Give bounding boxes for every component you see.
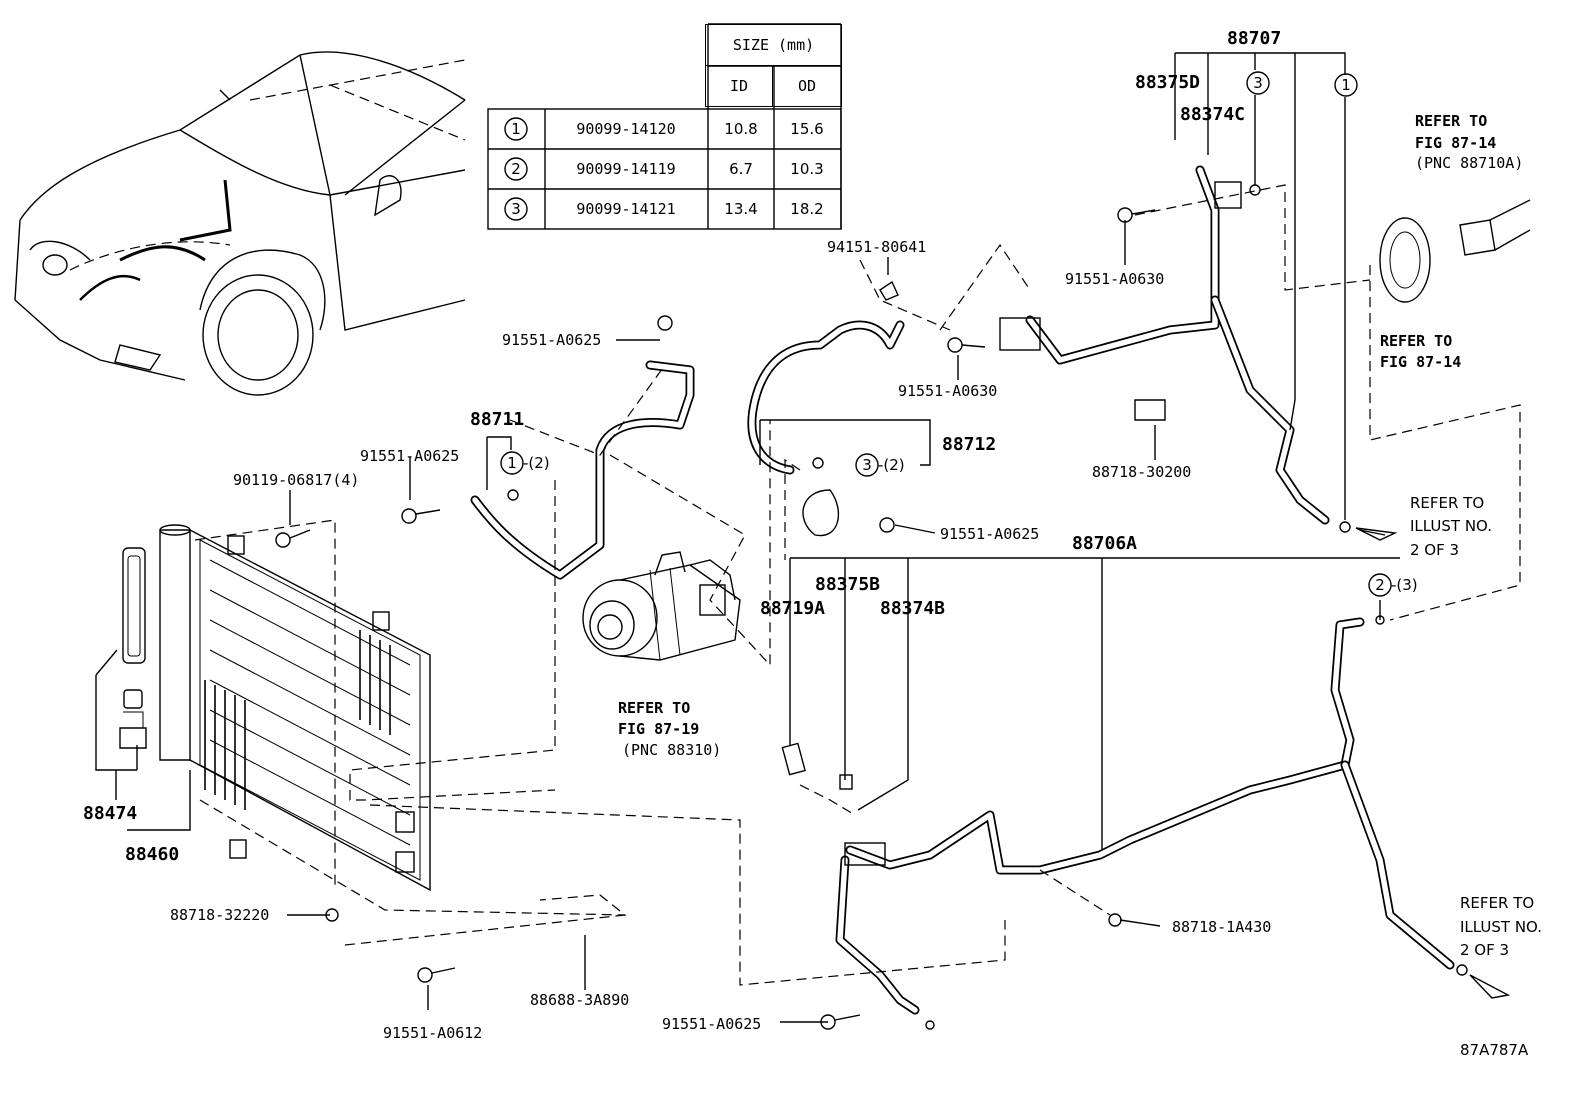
label-88718-30200: 88718-30200	[1092, 463, 1191, 481]
label-88711: 88711	[470, 409, 524, 430]
row3-id: 13.4	[724, 200, 757, 218]
label-91551-A0625-a: 91551-A0625	[502, 331, 601, 349]
label-88460: 88460	[125, 844, 179, 865]
ref-illust-a-l2: ILLUST NO.	[1410, 517, 1492, 535]
figure-code: 87A787A	[1460, 1041, 1529, 1059]
ref-87-14b-l2: FIG 87-14	[1380, 353, 1461, 371]
row1-id: 10.8	[724, 120, 757, 138]
row2-od: 10.3	[790, 160, 823, 178]
label-88711-seal: -(2)	[523, 454, 550, 472]
ref-87-14a-l2: FIG 87-14	[1415, 134, 1496, 152]
ref-illust-a-l1: REFER TO	[1410, 494, 1484, 512]
label-88712: 88712	[942, 434, 996, 455]
label-91551-A0625-d: 91551-A0625	[662, 1015, 761, 1033]
ref-87-14a-l1: REFER TO	[1415, 112, 1487, 130]
car-illustration	[14, 51, 466, 396]
label-seal-2-3: -(3)	[1391, 576, 1418, 594]
label-91551-A0612: 91551-A0612	[383, 1024, 482, 1042]
row1-num: 1	[511, 120, 521, 138]
ref-87-14a-l3: (PNC 88710A)	[1415, 154, 1523, 172]
refer-notes: REFER TO FIG 87-14 (PNC 88710A) REFER TO…	[618, 112, 1542, 959]
size-table-body: 1 2 3 90099-14120 90099-14119 90099-1412…	[487, 23, 842, 230]
ref-87-19-l3: (PNC 88310)	[622, 741, 721, 759]
label-88375B: 88375B	[815, 574, 880, 595]
label-91551-A0630-a: 91551-A0630	[1065, 270, 1164, 288]
label-88706A: 88706A	[1072, 533, 1137, 554]
size-header: SIZE (mm)	[705, 24, 842, 66]
callout-2-right: 2	[1375, 576, 1385, 594]
label-91551-A0625-b: 91551-A0625	[360, 447, 459, 465]
hoses	[470, 165, 1531, 1015]
callout-1-top: 1	[1341, 76, 1351, 94]
row1-od: 15.6	[790, 120, 823, 138]
arrow-down-right-icon	[1469, 974, 1511, 999]
callout-3-88712: 3	[862, 456, 872, 474]
ref-87-19-l1: REFER TO	[618, 699, 690, 717]
row3-num: 3	[511, 200, 521, 218]
label-88718-1A430: 88718-1A430	[1172, 918, 1271, 936]
circled-callouts: 3 1 1 3 2	[500, 71, 1392, 597]
label-91551-A0625-c: 91551-A0625	[940, 525, 1039, 543]
row3-od: 18.2	[790, 200, 823, 218]
dashed-guides	[194, 184, 1521, 986]
compressor	[582, 551, 741, 661]
arrow-right-icon	[1355, 527, 1398, 541]
label-90119-06817: 90119-06817(4)	[233, 471, 359, 489]
label-88374C: 88374C	[1180, 104, 1245, 125]
label-88688-3A890: 88688-3A890	[530, 991, 629, 1009]
callout-3-top: 3	[1253, 74, 1263, 92]
ref-87-19-l2: FIG 87-19	[618, 720, 699, 738]
label-88375D: 88375D	[1135, 72, 1200, 93]
part-labels: 88707 88375D 88374C 91551-A0630 94151-80…	[83, 28, 1529, 1059]
row2-id: 6.7	[729, 160, 753, 178]
label-88474: 88474	[83, 803, 137, 824]
fasteners	[275, 184, 1468, 1030]
label-88707: 88707	[1227, 28, 1281, 49]
ref-87-14b-l1: REFER TO	[1380, 332, 1452, 350]
row1-part: 90099-14120	[576, 120, 675, 138]
ref-illust-b-l1: REFER TO	[1460, 894, 1534, 912]
label-94151-80641: 94151-80641	[827, 238, 926, 256]
label-88718-32220: 88718-32220	[170, 906, 269, 924]
label-91551-A0630-b: 91551-A0630	[898, 382, 997, 400]
row3-part: 90099-14121	[576, 200, 675, 218]
ref-illust-a-l3: 2 OF 3	[1410, 541, 1459, 559]
condenser-88460	[119, 524, 431, 892]
callout-1-88711: 1	[507, 454, 517, 472]
label-88374B: 88374B	[880, 598, 945, 619]
leader-lines	[95, 52, 1400, 1023]
label-88719A: 88719A	[760, 598, 825, 619]
row2-num: 2	[511, 160, 521, 178]
label-88712-seal: -(2)	[878, 456, 905, 474]
row2-part: 90099-14119	[576, 160, 675, 178]
ref-illust-b-l2: ILLUST NO.	[1460, 918, 1542, 936]
ref-illust-b-l3: 2 OF 3	[1460, 941, 1509, 959]
